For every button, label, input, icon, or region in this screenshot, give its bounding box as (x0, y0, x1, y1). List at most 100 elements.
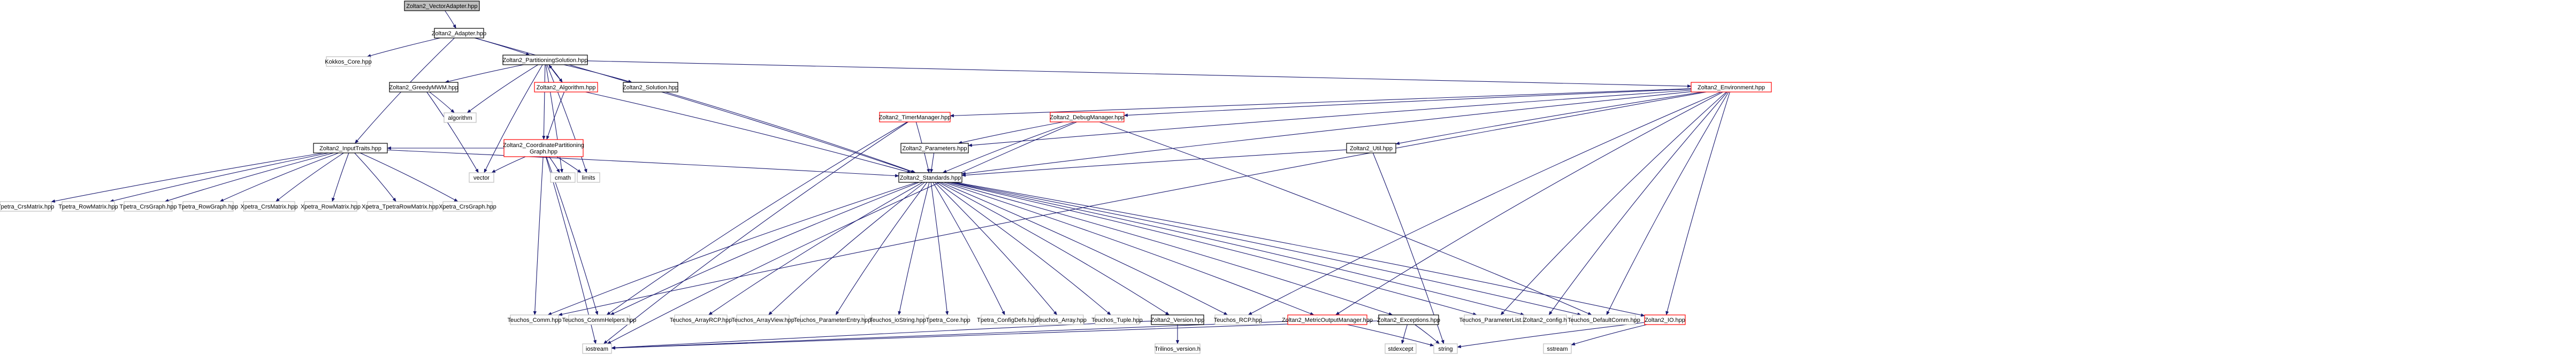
node-teuchos_defaultcomm[interactable]: Teuchos_DefaultComm.hpp (1568, 314, 1640, 325)
node-tpetra_configdefs[interactable]: Tpetra_ConfigDefs.hpp (977, 314, 1038, 325)
edge-standards-to-io_hpp (955, 182, 1645, 317)
node-tpetra_crsgraph[interactable]: Tpetra_CrsGraph.hpp (120, 201, 177, 212)
node-teuchos_parameterlist[interactable]: Teuchos_ParameterList.hpp (1459, 314, 1533, 325)
node-label: Teuchos_ParameterList.hpp (1459, 317, 1533, 324)
node-tpetra_core[interactable]: Tpetra_Core.hpp (926, 314, 970, 325)
node-label: Zoltan2_MetricOutputManager.hpp (1282, 317, 1373, 324)
node-debug_manager[interactable]: Zoltan2_DebugManager.hpp (1050, 112, 1125, 122)
edge-coord_graph-to-teuchos_comm (533, 156, 544, 315)
node-timer_manager[interactable]: Zoltan2_TimerManager.hpp (879, 112, 951, 122)
edge-environment-to-zoltan2_config (1548, 91, 1728, 315)
edge-metric_output-to-string (1347, 324, 1434, 346)
node-string[interactable]: string (1433, 343, 1458, 354)
node-teuchos_tuple[interactable]: Teuchos_Tuple.hpp (1091, 314, 1143, 325)
node-tpetra_rowgraph[interactable]: Tpetra_RowGraph.hpp (178, 201, 238, 212)
node-box (62, 201, 115, 212)
node-label: Xpetra_RowMatrix.hpp (301, 204, 361, 210)
edge-adapter-to-partitioning_solution (474, 37, 530, 56)
node-teuchos_array[interactable]: Teuchos_Array.hpp (1036, 314, 1087, 325)
node-algorithm_hpp[interactable]: Zoltan2_Algorithm.hpp (534, 82, 598, 93)
node-standards[interactable]: Zoltan2_Standards.hpp (898, 172, 962, 183)
edge-debug_manager-to-standards (942, 121, 1075, 173)
edge-environment-to-metric_output (1335, 91, 1723, 315)
node-teuchos_rcp[interactable]: Teuchos_RCP.hpp (1214, 314, 1262, 325)
node-box (1378, 314, 1439, 325)
node-teuchos_parameterentry[interactable]: Teuchos_ParameterEntry.hpp (794, 314, 872, 325)
edge-algorithm_hpp-to-coord_graph (546, 91, 565, 140)
node-zoltan2_config[interactable]: Zoltan2_config.h (1523, 314, 1567, 325)
node-box (1151, 314, 1204, 325)
node-teuchos_commhelpers[interactable]: Teuchos_CommHelpers.hpp (562, 314, 637, 325)
edge-standards-to-teuchos_arrayrcp (708, 182, 923, 315)
edge-standards-to-teuchos_iostring (898, 182, 930, 315)
node-label: string (1439, 346, 1453, 352)
node-xpetra_crsgraph[interactable]: Xpetra_CrsGraph.hpp (439, 201, 496, 212)
edge-standards-to-teuchos_defaultcomm (953, 182, 1582, 316)
node-label: Teuchos_CommHelpers.hpp (562, 317, 637, 324)
node-limits[interactable]: limits (577, 172, 600, 183)
node-util[interactable]: Zoltan2_Util.hpp (1346, 143, 1396, 153)
node-io_hpp[interactable]: Zoltan2_IO.hpp (1644, 314, 1686, 325)
node-iostream[interactable]: iostream (582, 343, 612, 354)
edge-layer (51, 10, 1730, 350)
node-label: Teuchos_ioString.hpp (869, 317, 926, 324)
node-box (510, 314, 559, 325)
edge-debug_manager-to-iostream (607, 121, 1077, 344)
node-box (623, 82, 678, 93)
node-label: Tpetra_ConfigDefs.hpp (977, 317, 1038, 324)
node-input_traits[interactable]: Zoltan2_InputTraits.hpp (313, 143, 388, 153)
node-teuchos_arrayview[interactable]: Teuchos_ArrayView.hpp (731, 314, 794, 325)
node-partitioning_solution[interactable]: Zoltan2_PartitioningSolution.hpp (502, 55, 588, 65)
node-box (503, 139, 584, 157)
node-box (900, 143, 969, 153)
node-label: Teuchos_ArrayView.hpp (731, 317, 794, 324)
node-parameters[interactable]: Zoltan2_Parameters.hpp (900, 143, 969, 153)
node-sstream[interactable]: sstream (1543, 343, 1572, 354)
node-metric_output[interactable]: Zoltan2_MetricOutputManager.hpp (1282, 314, 1373, 325)
node-zoltan2_version[interactable]: Zoltan2_Version.hpp (1151, 314, 1205, 325)
node-box (1287, 314, 1367, 325)
node-vector[interactable]: vector (469, 172, 494, 183)
node-box (389, 82, 458, 93)
node-tpetra_crsmatrix[interactable]: Tpetra_CrsMatrix.hpp (0, 201, 54, 212)
node-label: Zoltan2_Parameters.hpp (902, 145, 967, 152)
node-box (550, 172, 576, 183)
node-box (1346, 143, 1396, 153)
edge-standards-to-teuchos_tuple (936, 182, 1111, 315)
node-exceptions[interactable]: Zoltan2_Exceptions.hpp (1377, 314, 1440, 325)
node-box (800, 314, 865, 325)
node-label: Tpetra_RowMatrix.hpp (58, 204, 118, 210)
node-cmath[interactable]: cmath (550, 172, 576, 183)
node-box (304, 201, 357, 212)
node-teuchos_comm[interactable]: Teuchos_Comm.hpp (508, 314, 562, 325)
edge-partitioning_solution-to-vector (484, 64, 543, 173)
edge-io_hpp-to-sstream (1571, 324, 1647, 345)
edge-algorithm_hpp-to-partitioning_solution (548, 64, 563, 83)
node-label: Zoltan2_Adapter.hpp (432, 30, 486, 37)
node-tpetra_rowmatrix[interactable]: Tpetra_RowMatrix.hpp (58, 201, 118, 212)
node-trilinos_version[interactable]: Trilinos_version.h (1155, 343, 1201, 354)
node-layer: Zoltan2_VectorAdapter.hppZoltan2_Adapter… (0, 1, 1772, 354)
node-xpetra_crsmatrix[interactable]: Xpetra_CrsMatrix.hpp (241, 201, 298, 212)
node-xpetra_tpetrarowmatrix[interactable]: Xpetra_TpetraRowMatrix.hpp (362, 201, 439, 212)
node-label: Tpetra_RowGraph.hpp (178, 204, 238, 210)
node-greedy_mwm[interactable]: Zoltan2_GreedyMWM.hpp (389, 82, 458, 93)
node-solution[interactable]: Zoltan2_Solution.hpp (623, 82, 678, 93)
node-teuchos_arrayrcp[interactable]: Teuchos_ArrayRCP.hpp (670, 314, 732, 325)
node-box (434, 28, 484, 38)
node-xpetra_rowmatrix[interactable]: Xpetra_RowMatrix.hpp (301, 201, 361, 212)
node-label: Zoltan2_Algorithm.hpp (537, 84, 596, 91)
node-label: Xpetra_CrsMatrix.hpp (241, 204, 298, 210)
edge-standards-to-zoltan2_config (951, 182, 1525, 316)
node-stdexcept[interactable]: stdexcept (1385, 343, 1417, 354)
node-box (871, 314, 924, 325)
node-teuchos_iostring[interactable]: Teuchos_ioString.hpp (869, 314, 926, 325)
node-box (1385, 343, 1417, 354)
node-environment[interactable]: Zoltan2_Environment.hpp (1691, 82, 1772, 93)
node-algorithm[interactable]: algorithm (444, 112, 477, 123)
node-adapter[interactable]: Zoltan2_Adapter.hpp (432, 28, 486, 38)
node-label: Zoltan2_Standards.hpp (900, 175, 961, 181)
node-vector_adapter[interactable]: Zoltan2_VectorAdapter.hpp (404, 1, 480, 11)
node-kokkos_core[interactable]: Kokkos_Core.hpp (325, 56, 372, 67)
